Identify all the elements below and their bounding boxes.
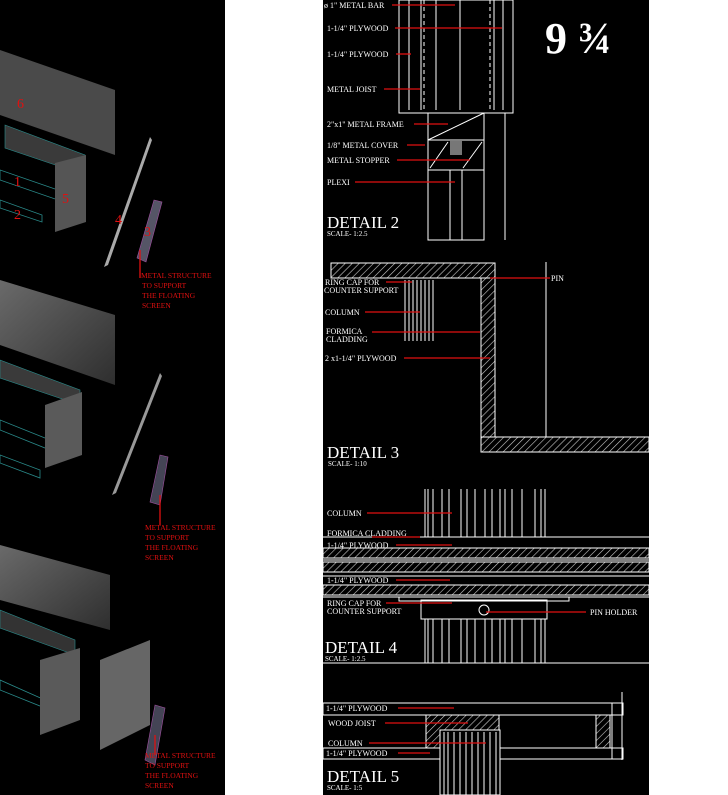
svg-text:THE FLOATING: THE FLOATING [145, 543, 199, 552]
detail-3: RING CAP FOR COUNTER SUPPORT COLUMN FORM… [324, 262, 650, 468]
label-plywood: 2 x1-1/4" PLYWOOD [325, 354, 397, 363]
svg-text:METAL STRUCTURE: METAL STRUCTURE [145, 751, 216, 760]
label-wood-joist: WOOD JOIST [328, 719, 376, 728]
detail-title: DETAIL 4 [325, 638, 398, 657]
svg-text:TO SUPPORT: TO SUPPORT [145, 533, 190, 542]
part-label-6: 6 [17, 97, 24, 112]
label-ring-cap: RING CAP FOR [327, 599, 382, 608]
label-ring-cap: COUNTER SUPPORT [327, 607, 402, 616]
detail-scale: SCALE- 1:5 [327, 784, 363, 792]
svg-text:METAL STRUCTURE: METAL STRUCTURE [145, 523, 216, 532]
label-formica: FORMICA [326, 327, 363, 336]
metal-structure-note: METAL STRUCTURE TO SUPPORT THE FLOATING … [145, 523, 216, 562]
svg-text:SCREEN: SCREEN [142, 301, 171, 310]
label-plywood: 1-1/4" PLYWOOD [326, 704, 388, 713]
part-label-4: 4 [115, 213, 122, 228]
metal-structure-note: METAL STRUCTURE TO SUPPORT THE FLOATING … [145, 751, 216, 790]
svg-text:THE FLOATING: THE FLOATING [142, 291, 196, 300]
label-plywood: 1-1/4" PLYWOOD [327, 576, 389, 585]
exploded-view-2: METAL STRUCTURE TO SUPPORT THE FLOATING … [0, 280, 216, 562]
detail-scale: SCALE- 1:2.5 [327, 230, 368, 238]
detail-2: ø 1" METAL BAR 1-1/4" PLYWOOD 1-1/4" PLY… [324, 0, 514, 241]
label-metal-joist: METAL JOIST [327, 85, 377, 94]
label-plywood: 1-1/4" PLYWOOD [327, 24, 389, 33]
detail-title: DETAIL 5 [327, 767, 399, 786]
label-metal-stopper: METAL STOPPER [327, 156, 390, 165]
svg-text:SCREEN: SCREEN [145, 553, 174, 562]
detail-5: 1-1/4" PLYWOOD WOOD JOIST COLUMN 1-1/4" … [322, 692, 624, 795]
detail-4: COLUMN FORMICA CLADDING 1-1/4" PLYWOOD 1… [322, 489, 650, 664]
part-label-2: 2 [14, 208, 21, 223]
label-column: COLUMN [328, 739, 363, 748]
panel-4 [104, 137, 152, 267]
label-pin-holder: PIN HOLDER [590, 608, 638, 617]
exploded-axonometric-panel: 6 1 2 5 4 3 METAL STRUCTURE TO SUPPORT T… [0, 0, 225, 795]
label-ring-cap: COUNTER SUPPORT [324, 286, 399, 295]
detail-title: DETAIL 3 [327, 443, 399, 462]
exploded-view-3: METAL STRUCTURE TO SUPPORT THE FLOATING … [0, 545, 216, 790]
label-plywood: 1-1/4" PLYWOOD [326, 749, 388, 758]
panel-6 [0, 50, 115, 155]
label-ring-cap: RING CAP FOR [325, 278, 380, 287]
svg-text:THE FLOATING: THE FLOATING [145, 771, 199, 780]
panel-3 [136, 199, 163, 263]
detail-scale: SCALE- 1:2.5 [325, 655, 366, 663]
svg-text:TO SUPPORT: TO SUPPORT [142, 281, 187, 290]
label-plywood: 1-1/4" PLYWOOD [327, 541, 389, 550]
label-metal-bar: ø 1" METAL BAR [324, 1, 385, 10]
label-pin: PIN [551, 274, 564, 283]
label-plexi: PLEXI [327, 178, 350, 187]
metal-structure-note: METAL STRUCTURE TO SUPPORT THE FLOATING … [141, 271, 212, 310]
exploded-view-1: 6 1 2 5 4 3 METAL STRUCTURE TO SUPPORT T… [0, 50, 212, 310]
label-column: COLUMN [325, 308, 360, 317]
label-formica-cladding: FORMICA CLADDING [327, 529, 407, 538]
label-metal-frame: 2"x1" METAL FRAME [327, 120, 404, 129]
part-label-3: 3 [144, 225, 151, 240]
part-label-1: 1 [14, 175, 21, 190]
label-plywood: 1-1/4" PLYWOOD [327, 50, 389, 59]
detail-scale: SCALE- 1:10 [328, 460, 367, 468]
part-label-5: 5 [62, 192, 69, 207]
sheet-number: 9 ¾ [545, 14, 611, 63]
svg-text:SCREEN: SCREEN [145, 781, 174, 790]
label-formica: CLADDING [326, 335, 368, 344]
svg-text:METAL STRUCTURE: METAL STRUCTURE [141, 271, 212, 280]
label-metal-cover: 1/8" METAL COVER [327, 141, 399, 150]
detail-title: DETAIL 2 [327, 213, 399, 232]
panel-5 [55, 155, 86, 232]
svg-text:TO SUPPORT: TO SUPPORT [145, 761, 190, 770]
label-column: COLUMN [327, 509, 362, 518]
